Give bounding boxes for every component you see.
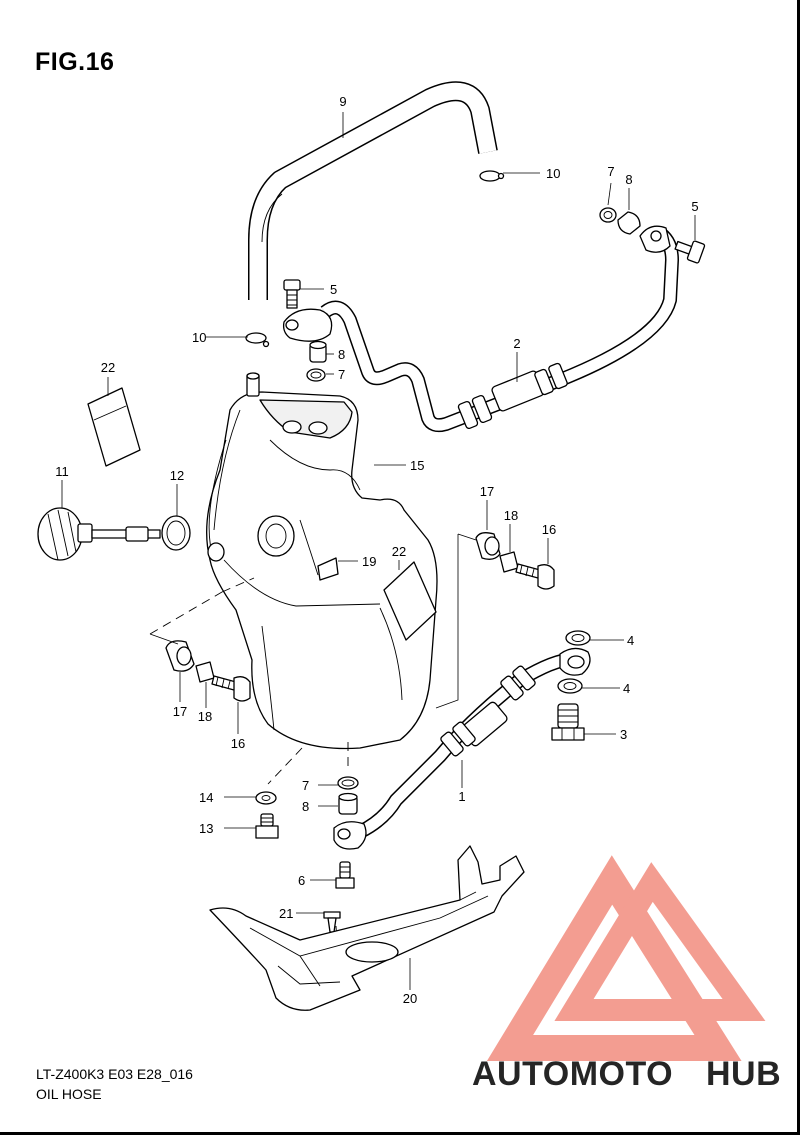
label-22-right (383, 561, 437, 641)
callout-8-top: 8 (625, 172, 632, 187)
bolt-16-right (515, 563, 555, 590)
figure-title: FIG.16 (35, 48, 115, 76)
model-code: LT-Z400K3 E03 E28_016 (36, 1066, 193, 1082)
oil-hose-1 (333, 647, 591, 850)
assembly-line-left (149, 591, 223, 635)
sleeve-8-lower (338, 792, 358, 815)
callout-19: 19 (362, 554, 376, 569)
callout-22-left: 22 (101, 360, 115, 375)
callout-10-lower: 10 (192, 330, 206, 345)
collar-18-right (499, 551, 519, 573)
hose-clamp-10-upper (479, 170, 505, 182)
washer-4-upper (565, 630, 591, 646)
grommet-17-left (165, 640, 195, 672)
callout-1: 1 (458, 789, 465, 804)
callout-20: 20 (403, 991, 417, 1006)
watermark-text-2: HUB (706, 1055, 781, 1093)
sleeve-8-top-right (617, 211, 641, 235)
callout-9: 9 (339, 94, 346, 109)
frame-edge-bottom (0, 1132, 800, 1135)
o-ring-12 (161, 515, 191, 551)
assembly-line-bottom-left (267, 747, 303, 785)
callout-13: 13 (199, 821, 213, 836)
callout-7-middle: 7 (338, 367, 345, 382)
callout-21: 21 (279, 906, 293, 921)
callout-4-lower: 4 (623, 681, 630, 696)
callout-17-left: 17 (173, 704, 187, 719)
washer-7-top-right (599, 207, 617, 223)
callout-5-right: 5 (691, 199, 698, 214)
callout-14: 14 (199, 790, 213, 805)
callout-7-lower: 7 (302, 778, 309, 793)
collar-18-left (195, 661, 215, 683)
callout-16-right: 16 (542, 522, 556, 537)
assembly-line-left-2 (221, 577, 255, 593)
callout-17-right: 17 (480, 484, 494, 499)
union-bolt-3 (551, 703, 585, 741)
callout-6: 6 (298, 873, 305, 888)
oil-hose-2 (282, 225, 679, 433)
callout-8-middle: 8 (338, 347, 345, 362)
callout-12: 12 (170, 468, 184, 483)
callout-16-left: 16 (231, 736, 245, 751)
label-19 (317, 557, 339, 581)
watermark-text-1: AUTOMOTO (472, 1055, 673, 1093)
bolt-16-left (211, 675, 251, 702)
callout-8-lower: 8 (302, 799, 309, 814)
washer-7-middle (306, 368, 326, 382)
callout-22-right: 22 (392, 544, 406, 559)
guard-20 (209, 845, 525, 1011)
automotohub-watermark: AUTOMOTO HUB (472, 855, 781, 1093)
callout-10-upper: 10 (546, 166, 560, 181)
drain-bolt-13 (255, 813, 279, 839)
washer-7-lower (337, 776, 359, 790)
callout-4-upper: 4 (627, 633, 634, 648)
assembly-line-right (435, 533, 477, 709)
callout-2: 2 (513, 336, 520, 351)
washer-14 (255, 791, 277, 805)
label-22-left (87, 387, 141, 467)
callout-5-left: 5 (330, 282, 337, 297)
grommet-17-right (475, 532, 501, 560)
frame-edge-right (797, 0, 800, 1135)
callout-18-left: 18 (198, 709, 212, 724)
union-bolt-5-left (283, 279, 301, 309)
clip-21 (323, 911, 341, 933)
union-bolt-5-right (674, 240, 706, 264)
callout-18-right: 18 (504, 508, 518, 523)
assembly-line-left-3 (149, 633, 179, 645)
bolt-6 (335, 861, 355, 889)
callout-7-top: 7 (607, 164, 614, 179)
section-title: OIL HOSE (36, 1086, 102, 1102)
breather-hose-9 (248, 81, 498, 300)
filler-cap-11 (37, 507, 161, 561)
washer-4-lower (557, 678, 583, 694)
callout-15: 15 (410, 458, 424, 473)
leader-lines (61, 112, 696, 990)
sleeve-8-middle (309, 340, 327, 363)
callout-3: 3 (620, 727, 627, 742)
hose-clamp-10-lower (245, 332, 270, 348)
callout-11: 11 (55, 464, 69, 479)
